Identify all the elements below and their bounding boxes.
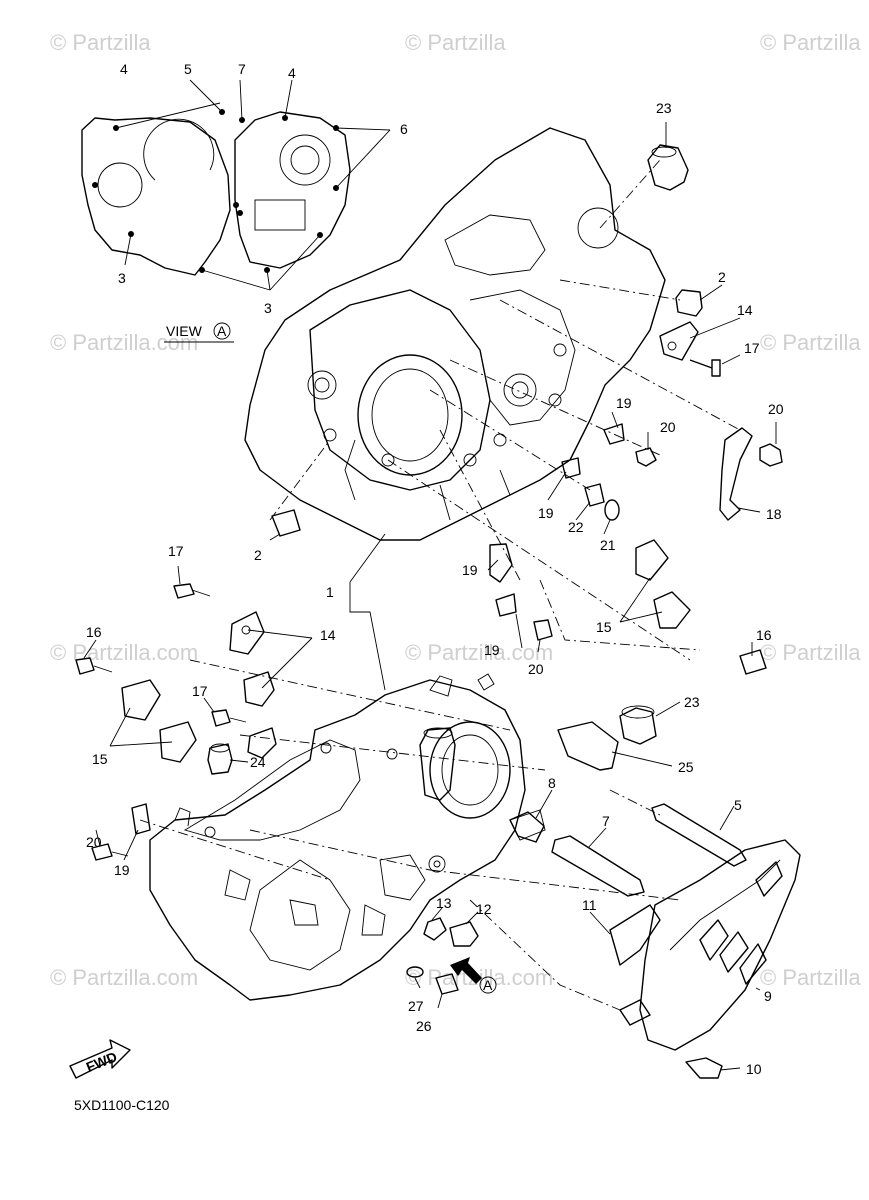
callout-label: 3 (118, 270, 126, 286)
callout-label: 6 (400, 121, 408, 137)
callout-23: 23 (656, 100, 672, 116)
callout-14: 14 (737, 302, 753, 318)
callout-numbers: 23 2 14 17 20 18 19 20 19 22 21 2 1 19 1… (86, 100, 784, 1077)
callout-17: 17 (168, 543, 184, 559)
callout-label: 3 (264, 300, 272, 316)
view-letter: A (217, 323, 227, 339)
view-a-arrow-letter: A (483, 977, 493, 993)
fwd-arrow-icon: FWD (69, 1039, 131, 1079)
watermark: © Partzilla.com (50, 640, 198, 665)
callout-label: 5 (184, 61, 192, 77)
callout-16: 16 (86, 624, 102, 640)
callout-19: 19 (484, 642, 500, 658)
view-a-inset: 4 5 7 4 6 3 3 VIEW A (81, 61, 408, 343)
watermarks: © Partzilla © Partzilla © Partzilla © Pa… (50, 30, 861, 990)
lower-crankcase (149, 673, 546, 1001)
callout-19: 19 (538, 505, 554, 521)
callout-19: 19 (462, 562, 478, 578)
dowel-dots (92, 109, 339, 273)
callout-11: 11 (582, 897, 597, 913)
callout-19: 19 (616, 395, 632, 411)
callout-17: 17 (192, 683, 208, 699)
callout-9: 9 (764, 988, 772, 1004)
callout-27: 27 (408, 998, 424, 1014)
upper-crankcase (244, 127, 666, 541)
view-label: VIEW (166, 323, 203, 339)
callout-20: 20 (86, 834, 102, 850)
callout-label: 4 (288, 65, 296, 81)
callout-15: 15 (92, 751, 108, 767)
callout-20: 20 (660, 419, 676, 435)
callout-22: 22 (568, 519, 584, 535)
watermark: © Partzilla.com (405, 640, 553, 665)
callout-19: 19 (114, 862, 130, 878)
callout-8: 8 (548, 775, 556, 791)
crankcase-cover (639, 839, 801, 1051)
callout-26: 26 (416, 1018, 432, 1034)
callout-20: 20 (528, 661, 544, 677)
callout-23: 23 (684, 694, 700, 710)
watermark: © Partzilla (50, 30, 151, 55)
assembly-lines-upper (269, 159, 741, 661)
callout-10: 10 (746, 1061, 762, 1077)
callout-25: 25 (678, 759, 694, 775)
callout-15: 15 (596, 619, 612, 635)
upper-small-parts (271, 144, 783, 537)
callout-21: 21 (600, 537, 616, 553)
view-a-arrow-icon: A (450, 957, 497, 994)
lower-small-parts (75, 539, 767, 1079)
watermark: © Partzilla (760, 640, 861, 665)
callout-2: 2 (718, 269, 726, 285)
leader-lines (83, 122, 777, 1071)
watermark: © Partzilla (405, 30, 506, 55)
watermark: © Partzilla (760, 30, 861, 55)
callout-label: 7 (238, 61, 246, 77)
callout-5: 5 (734, 797, 742, 813)
callout-17: 17 (744, 340, 760, 356)
callout-label: 4 (120, 61, 128, 77)
watermark: © Partzilla (760, 965, 861, 990)
watermark: © Partzilla (760, 330, 861, 355)
callout-14: 14 (320, 627, 336, 643)
callout-7: 7 (602, 813, 610, 829)
callout-16: 16 (756, 627, 772, 643)
callout-2: 2 (254, 547, 262, 563)
watermark: © Partzilla.com (50, 965, 198, 990)
callout-20: 20 (768, 401, 784, 417)
diagram-code: 5XD1100-C120 (74, 1097, 170, 1113)
callout-13: 13 (436, 895, 452, 911)
fwd-label: FWD (84, 1048, 120, 1075)
watermark: © Partzilla.com (50, 330, 198, 355)
callout-24: 24 (250, 754, 266, 770)
callout-12: 12 (476, 901, 492, 917)
assembly-lines-lower (139, 579, 701, 1011)
callout-18: 18 (766, 506, 782, 522)
callout-1: 1 (326, 584, 334, 600)
